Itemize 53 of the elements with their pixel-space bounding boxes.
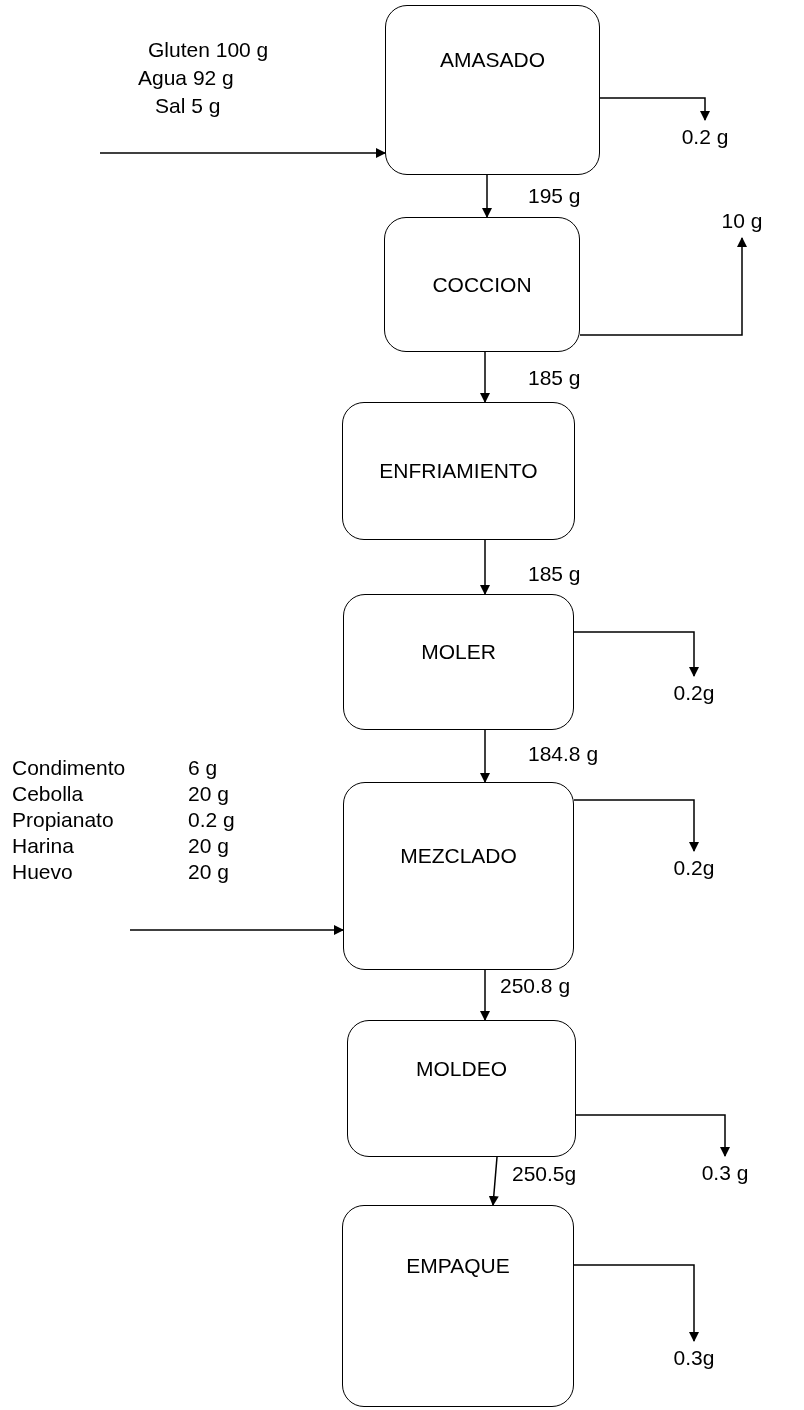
process-name: EMPAQUE [406, 1254, 510, 1278]
process-box [342, 402, 575, 540]
edge-label: 250.8 g [500, 974, 571, 998]
process-box [347, 1020, 576, 1157]
input-label: Agua 92 g [138, 66, 234, 90]
input-label: Gluten 100 g [148, 38, 269, 62]
table-cell: Harina [12, 834, 74, 858]
process-name: MOLDEO [416, 1056, 507, 1081]
table-cell: Huevo [12, 860, 73, 884]
output-label: 0.2g [666, 678, 722, 708]
table-cell: 20 g [188, 834, 229, 858]
arrow [573, 631, 699, 677]
edge-label: 185 g [528, 366, 581, 390]
arrow [480, 969, 490, 1021]
arrow [99, 148, 386, 158]
table-cell: 0.2 g [188, 808, 235, 832]
output-label: 0.2g [666, 853, 722, 883]
process-box [384, 217, 580, 352]
arrow [480, 351, 490, 403]
arrow [575, 1114, 730, 1157]
edge-label: 250.5g [512, 1162, 577, 1186]
table-cell: 20 g [188, 782, 229, 806]
arrow [482, 174, 492, 218]
edge-label: 184.8 g [528, 742, 599, 766]
table-cell: 20 g [188, 860, 229, 884]
output-label: 0.2 g [668, 122, 742, 152]
table-cell: Cebolla [12, 782, 84, 806]
arrow [579, 237, 747, 336]
process-box [385, 5, 600, 175]
output-label: 10 g [716, 206, 768, 236]
process-box [343, 594, 574, 730]
input-label: Sal 5 g [155, 94, 221, 118]
process-box [343, 782, 574, 970]
arrow [480, 539, 490, 595]
edge-label: 185 g [528, 562, 581, 586]
process-name: COCCION [432, 272, 532, 297]
arrow [573, 1264, 699, 1342]
process-name: AMASADO [440, 48, 545, 72]
table-cell: Propianato [12, 808, 114, 832]
table-cell: 6 g [188, 756, 218, 780]
arrow [480, 729, 490, 783]
process-box [342, 1205, 574, 1407]
output-label: 0.3 g [692, 1158, 758, 1188]
edge-label: 195 g [528, 184, 581, 208]
process-name: MEZCLADO [400, 844, 517, 868]
arrow [599, 97, 710, 121]
process-name: MOLER [421, 640, 496, 664]
process-name: ENFRIAMIENTO [379, 459, 538, 483]
output-label: 0.3g [666, 1343, 722, 1373]
table-cell: Condimento [12, 756, 126, 780]
arrow [573, 799, 699, 852]
arrow [488, 1156, 499, 1206]
arrow [129, 925, 344, 935]
